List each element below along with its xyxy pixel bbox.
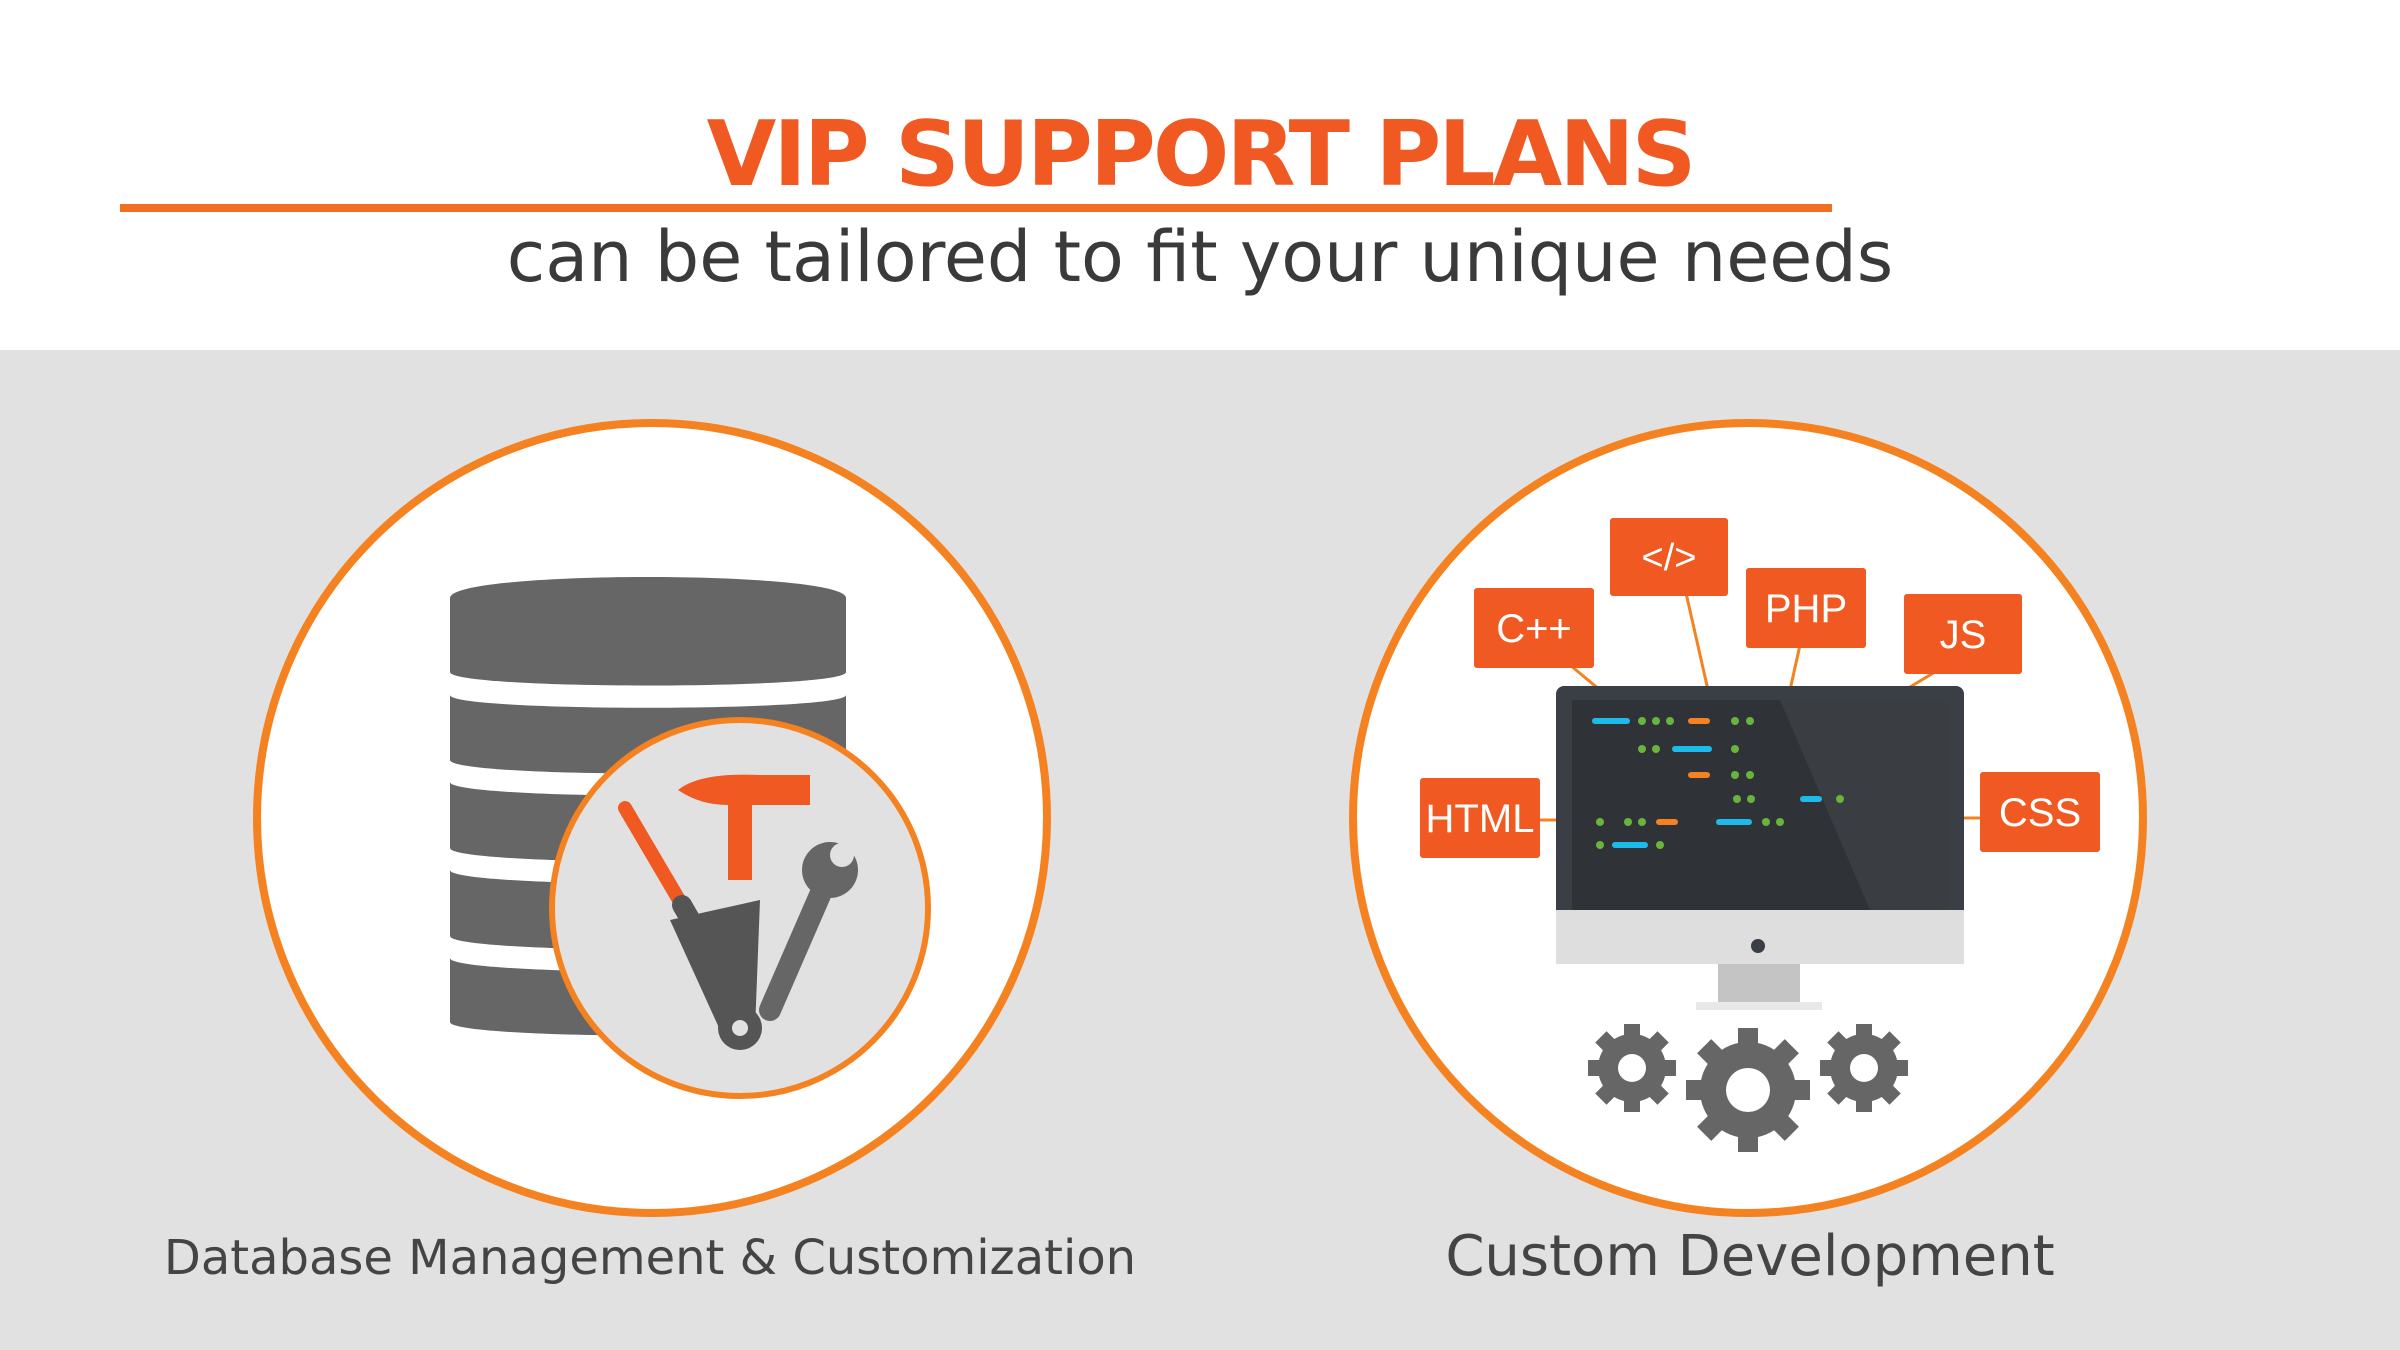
database-service-card xyxy=(253,419,1051,1217)
tag-cpp-label: C++ xyxy=(1496,607,1572,651)
title-divider xyxy=(120,204,1832,212)
code-lines xyxy=(1592,717,1844,849)
tag-js: JS xyxy=(1904,594,2022,674)
page-subtitle: can be tailored to fit your unique needs xyxy=(506,216,1894,298)
tools-icon xyxy=(618,774,858,1050)
tag-html: HTML xyxy=(1420,778,1540,858)
database-service-caption: Database Management & Customization xyxy=(163,1230,1137,1286)
tag-css-label: CSS xyxy=(1999,791,2081,835)
tag-js-label: JS xyxy=(1940,613,1987,657)
tag-cpp: C++ xyxy=(1474,588,1594,668)
development-service-card: </> C++ PHP JS HTML CSS xyxy=(1349,419,2147,1217)
tag-php-label: PHP xyxy=(1765,587,1847,631)
header: VIP SUPPORT PLANS can be tailored to fit… xyxy=(0,0,2400,350)
development-service-caption: Custom Development xyxy=(1445,1224,2055,1289)
gears-icon xyxy=(1588,1024,1908,1152)
tag-php: PHP xyxy=(1746,568,1866,648)
tag-code: </> xyxy=(1610,518,1728,596)
page-title: VIP SUPPORT PLANS xyxy=(706,102,1697,207)
tag-connectors xyxy=(1538,592,1982,822)
tag-html-label: HTML xyxy=(1426,797,1535,841)
tag-css: CSS xyxy=(1980,772,2100,852)
monitor-icon xyxy=(1556,686,1964,1010)
tag-code-label: </> xyxy=(1642,537,1697,579)
